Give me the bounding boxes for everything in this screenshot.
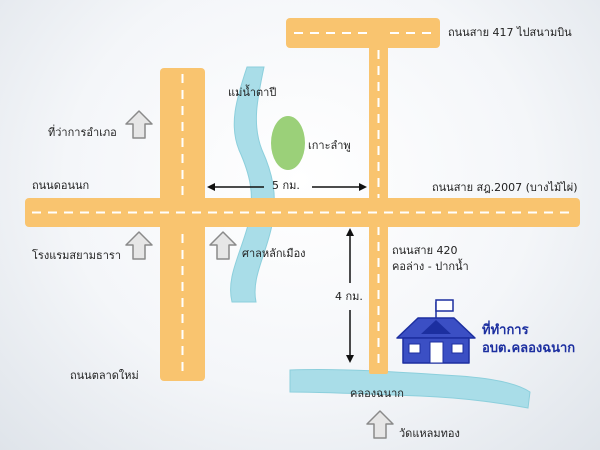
- house-with-flag-icon: [396, 299, 476, 364]
- tapi-river: [230, 66, 275, 303]
- district-office-label: ที่ว่าการอำเภอ: [48, 126, 117, 139]
- vertical-distance-label: 4 กม.: [335, 290, 363, 303]
- up-arrow-icon: [125, 110, 153, 139]
- hotel-label: โรงแรมสยามธารา: [32, 249, 121, 262]
- office-title-line2: อบต.คลองฉนาก: [482, 341, 576, 356]
- road-2007-label: ถนนสาย สฎ.2007 (บางไม้ไผ่): [432, 181, 578, 194]
- city-pillar-label: ศาลหลักเมือง: [242, 247, 306, 260]
- road-420-label: ถนนสาย 420: [392, 244, 458, 257]
- temple-label: วัดแหลมทอง: [399, 427, 460, 440]
- office-title-line1: ที่ทำการ: [482, 323, 529, 338]
- river-label: แม่น้ำตาปี: [228, 86, 277, 99]
- roads: [25, 18, 580, 381]
- road-417-label: ถนนสาย 417 ไปสนามบิน: [448, 26, 572, 39]
- up-arrow-icon: [125, 231, 153, 260]
- canal-label: คลองฉนาก: [350, 387, 404, 400]
- island: [271, 116, 305, 170]
- up-arrow-icon: [209, 231, 237, 260]
- talad-mai-road-label: ถนนตลาดใหม่: [70, 369, 139, 382]
- distance-arrows: [207, 183, 367, 363]
- canal: [289, 368, 531, 409]
- island-label: เกาะลำพู: [308, 139, 351, 152]
- road-420-sublabel: คอล่าง - ปากน้ำ: [392, 260, 469, 273]
- up-arrow-icon: [366, 410, 394, 439]
- don-nok-road-label: ถนนดอนนก: [32, 179, 90, 192]
- horizontal-distance-label: 5 กม.: [272, 179, 300, 192]
- road-main-horizontal: [25, 198, 580, 227]
